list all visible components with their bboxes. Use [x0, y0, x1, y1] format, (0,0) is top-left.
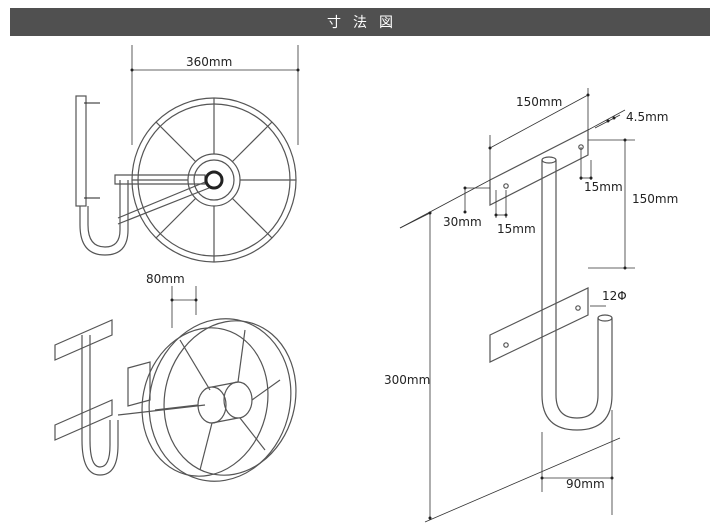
page-title: 寸法図: [327, 15, 405, 31]
title-bar: 寸法図: [10, 8, 710, 36]
reel-hub: [204, 170, 224, 190]
reel-front-view: 360mm: [75, 45, 300, 263]
j-hook-pipe: [541, 160, 613, 431]
dim-total-height: 300mm: [384, 373, 430, 387]
dim-pipe-diameter: 12Φ: [602, 289, 627, 303]
dim-plate-height: 30mm: [443, 215, 482, 229]
dim-hole-offset-h: 15mm: [497, 222, 536, 236]
bracket-detail-view: 150mm 4.5mm 15mm 30mm 15mm 150mm: [384, 88, 678, 523]
lower-plate: [489, 287, 589, 363]
upper-plate: [489, 129, 589, 206]
lower-plate-persp: [54, 399, 113, 441]
dim-hole-offset-v: 15mm: [584, 180, 623, 194]
wall-plate-front: [75, 95, 87, 207]
j-pipe-front: [79, 180, 129, 256]
dim-bracket-span: 150mm: [632, 192, 678, 206]
dim-reel-width: 360mm: [186, 55, 232, 69]
reel-perspective-view: 80mm: [54, 272, 297, 482]
dim-plate-width: 150mm: [516, 95, 562, 109]
upper-plate-persp: [54, 319, 113, 361]
dim-hook-width: 90mm: [566, 477, 605, 491]
dim-reel-depth: 80mm: [146, 272, 185, 286]
dim-plate-thickness: 4.5mm: [626, 110, 668, 124]
